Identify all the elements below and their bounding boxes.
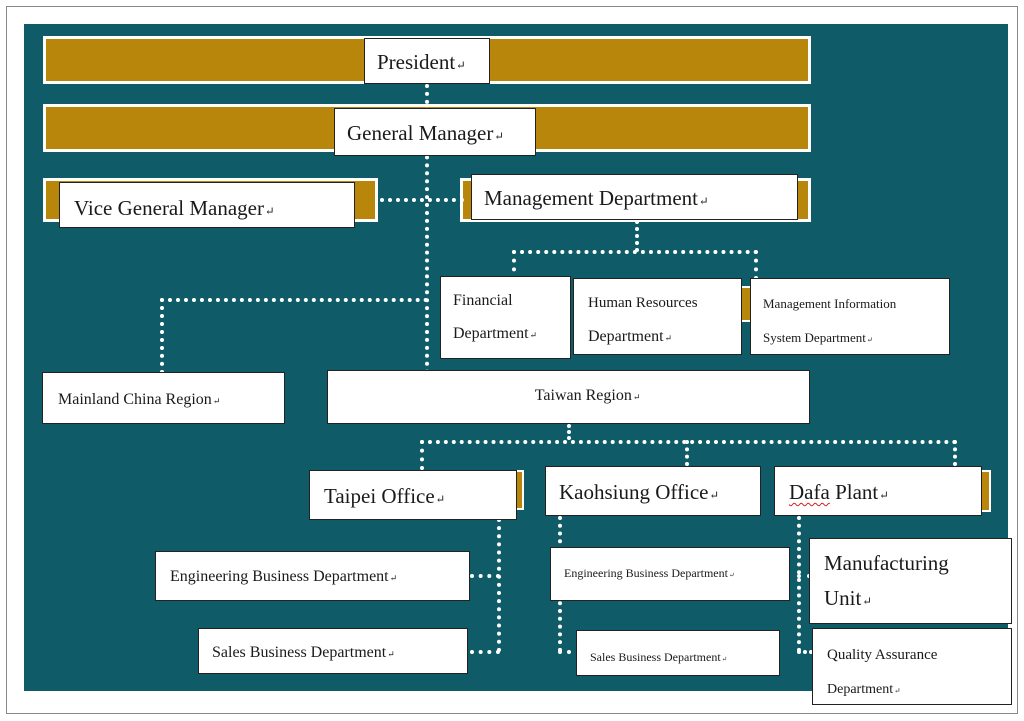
general-manager-box: General Manager↵ [334, 108, 536, 156]
kaohsiung-engineering-label: Engineering Business Department [564, 566, 728, 580]
kaohsiung-drop [685, 440, 689, 466]
management-department-label: Management Department [484, 186, 698, 210]
taipei-sales-label: Sales Business Department [212, 644, 387, 661]
management-department-box: Management Department↵ [471, 174, 798, 220]
mainland-china-region-label: Mainland China Region [58, 391, 212, 408]
paragraph-mark: ↵ [212, 396, 221, 406]
hr-label-line1: Human Resources [588, 295, 698, 311]
qa-label-line2: Department [827, 682, 894, 697]
mainland-china-region-box: Mainland China Region↵ [42, 372, 285, 424]
taipei-sub-connector [497, 518, 501, 652]
taipei-engineering-label: Engineering Business Department [170, 568, 389, 585]
dafa-plant-suffix: Plant [829, 480, 879, 504]
china-branch-connector [160, 298, 428, 302]
mis-drop [754, 250, 758, 280]
paragraph-mark: ↵ [728, 572, 735, 579]
kaohsiung-office-label: Kaohsiung Office [559, 480, 709, 504]
dept-branch-connector [512, 250, 758, 254]
paragraph-mark: ↵ [709, 490, 720, 502]
president-label: President [377, 50, 456, 74]
vice-general-manager-box: Vice General Manager↵ [59, 182, 355, 228]
taipei-office-label: Taipei Office [324, 484, 435, 508]
mgmt-down-connector [635, 220, 639, 252]
dafa-drop [953, 440, 957, 466]
paragraph-mark: ↵ [862, 596, 873, 608]
taiwan-down-connector [567, 424, 571, 440]
hr-label-line2: Department [588, 328, 664, 345]
dafa-plant-box: Dafa Plant↵ [774, 466, 982, 516]
china-drop [160, 298, 164, 374]
dafa-mfg-tick [797, 574, 811, 578]
kaohsiung-office-box: Kaohsiung Office↵ [545, 466, 761, 516]
paragraph-mark: ↵ [387, 649, 395, 659]
taipei-office-box: Taipei Office↵ [309, 470, 517, 520]
dafa-sub-connector [797, 516, 801, 652]
taiwan-region-box: Taiwan Region↵ [327, 370, 810, 424]
paragraph-mark: ↵ [494, 131, 505, 143]
mis-label-line1: Management Information [763, 296, 897, 311]
paragraph-mark: ↵ [456, 60, 466, 72]
paragraph-mark: ↵ [664, 333, 672, 343]
paragraph-mark: ↵ [435, 494, 446, 506]
taipei-drop [420, 440, 424, 470]
president-box: President↵ [364, 38, 490, 84]
qa-label-line1: Quality Assurance [827, 647, 938, 663]
taiwan-region-label: Taiwan Region [534, 387, 632, 404]
vice-general-manager-label: Vice General Manager [74, 196, 264, 220]
paragraph-mark: ↵ [866, 336, 873, 344]
main-connector [425, 84, 429, 374]
dafa-qa-tick [797, 650, 813, 654]
dafa-plant-name: Dafa [789, 480, 830, 504]
paragraph-mark: ↵ [389, 573, 397, 583]
kaohsiung-sales-box: Sales Business Department↵ [576, 630, 780, 676]
taipei-eng-tick [470, 574, 500, 578]
page-frame [6, 6, 1018, 714]
vgm-mgmt-connector [380, 198, 464, 202]
manufacturing-label-line1: Manufacturing [824, 551, 949, 575]
financial-label-line1: Financial [453, 292, 513, 309]
mis-label-line2: System Department [763, 330, 866, 345]
kaohsiung-sales-label: Sales Business Department [590, 650, 721, 664]
taipei-sales-box: Sales Business Department↵ [198, 628, 468, 674]
paragraph-mark: ↵ [894, 686, 901, 695]
taipei-engineering-box: Engineering Business Department↵ [155, 551, 470, 601]
paragraph-mark: ↵ [264, 206, 275, 218]
kaohsiung-engineering-box: Engineering Business Department↵ [550, 547, 790, 601]
financial-label-line2: Department [453, 325, 529, 342]
financial-drop [512, 250, 516, 280]
kaohsiung-sales-tick [558, 650, 580, 654]
paragraph-mark: ↵ [632, 392, 641, 402]
taipei-sales-tick [470, 650, 500, 654]
paragraph-mark: ↵ [699, 196, 709, 208]
manufacturing-label-line2: Unit [824, 586, 862, 610]
paragraph-mark: ↵ [879, 490, 889, 502]
general-manager-label: General Manager [347, 121, 494, 145]
paragraph-mark: ↵ [721, 656, 728, 663]
paragraph-mark: ↵ [529, 330, 537, 340]
